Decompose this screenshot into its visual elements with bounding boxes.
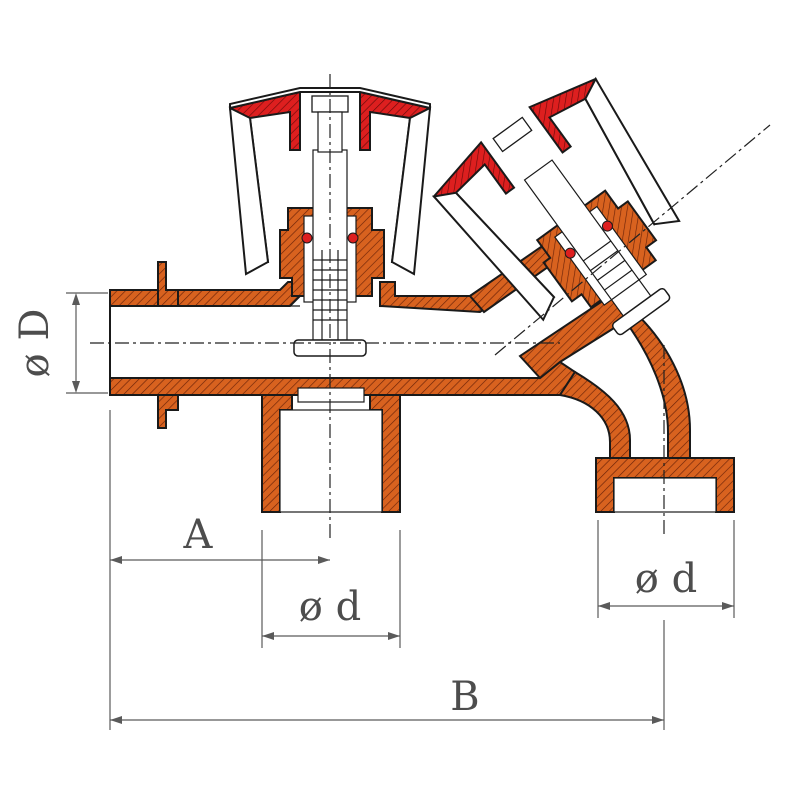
vertical-valve-handle-top <box>229 87 431 110</box>
dimension-a-label: A <box>183 512 214 558</box>
vertical-valve-o-ring-left <box>301 232 313 244</box>
angled-valve-axis <box>494 124 771 356</box>
bottom-outlet-diameter-label: ø d <box>299 584 361 630</box>
dimension-angled-outlet-diameter: ø d <box>597 520 735 618</box>
inlet-flange-bottom <box>157 394 179 429</box>
dimension-a: A <box>109 410 330 730</box>
angled-valve-handle-outer-right <box>584 76 681 226</box>
dimension-b-label: B <box>450 674 479 720</box>
angled-valve-o-ring-left <box>564 247 576 259</box>
angled-valve-o-ring-right <box>601 220 613 232</box>
bottom-seat <box>297 387 365 403</box>
vertical-valve-handle-outer-right <box>390 106 432 276</box>
angled-outlet-diameter-label: ø d <box>635 556 697 602</box>
bottom-outlet-bore <box>279 409 383 513</box>
dimension-b: B <box>110 620 665 730</box>
angled-valve <box>431 76 681 336</box>
angled-valve-screw <box>492 116 533 153</box>
right-outlet-bore <box>613 477 717 513</box>
dimension-bottom-outlet-diameter: ø d <box>261 530 401 648</box>
right-outlet-elbow-inner <box>558 370 631 463</box>
vertical-valve-o-ring-right <box>347 232 359 244</box>
inlet-flange <box>157 261 179 307</box>
inlet-pipe-top-wall <box>109 281 301 307</box>
inlet-diameter-label: ø D <box>12 309 58 378</box>
angled-valve-disc <box>611 287 671 336</box>
angled-valve-handle-outer-left <box>431 191 556 322</box>
angled-valve-spindle-threads <box>582 240 640 301</box>
vertical-valve-handle-outer-left <box>228 106 270 276</box>
dimension-inlet-diameter: ø D <box>12 292 108 394</box>
center-lines <box>90 74 771 540</box>
